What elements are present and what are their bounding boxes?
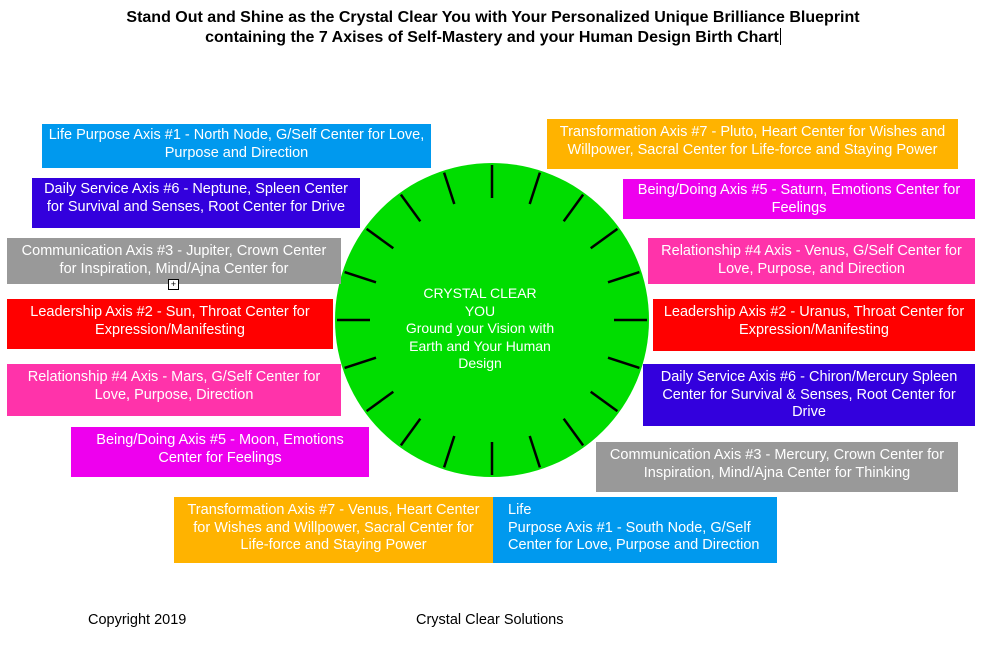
- wheel-spoke: [344, 270, 377, 284]
- wheel-spoke: [365, 227, 395, 250]
- wheel-spokes: [337, 165, 647, 475]
- wheel-spoke: [562, 417, 585, 447]
- center-line-2: YOU: [464, 302, 496, 319]
- wheel-spoke: [589, 390, 619, 413]
- title-line-1: Stand Out and Shine as the Crystal Clear…: [126, 9, 860, 26]
- left-box-life-purpose: Life Purpose Axis #1 - North Node, G/Sel…: [42, 124, 431, 168]
- wheel-spoke: [528, 435, 542, 468]
- right-box-transformation: Transformation Axis #7 - Pluto, Heart Ce…: [547, 119, 958, 169]
- right-box-communication: Communication Axis #3 - Mercury, Crown C…: [596, 442, 958, 492]
- copyright-text: Copyright 2019: [88, 612, 187, 628]
- center-line-3: Ground your Vision with: [405, 320, 555, 336]
- right-box-life-purpose-line-2: Purpose Axis #1 - South Node, G/Self Cen…: [508, 519, 760, 554]
- center-line-4: Earth and Your Human: [409, 337, 551, 354]
- page-title: Stand Out and Shine as the Crystal Clear…: [0, 8, 986, 48]
- left-box-relationship: Relationship #4 Axis - Mars, G/Self Cent…: [7, 364, 341, 416]
- text-cursor: [779, 28, 781, 45]
- move-handle-icon[interactable]: +: [168, 279, 179, 290]
- wheel-spoke: [442, 172, 456, 205]
- right-box-life-purpose: Life Purpose Axis #1 - South Node, G/Sel…: [493, 497, 777, 563]
- wheel-spoke: [607, 356, 640, 370]
- wheel-spoke: [399, 193, 422, 223]
- right-box-relationship: Relationship #4 Axis - Venus, G/Self Cen…: [648, 238, 975, 284]
- center-label: CRYSTAL CLEAR YOU Ground your Vision wit…: [388, 285, 572, 373]
- center-line-5: Design: [458, 355, 502, 371]
- right-box-leadership: Leadership Axis #2 - Uranus, Throat Cent…: [653, 299, 975, 351]
- left-box-transformation: Transformation Axis #7 - Venus, Heart Ce…: [174, 497, 493, 563]
- wheel-spoke: [344, 356, 377, 370]
- wheel-spoke: [589, 227, 619, 250]
- right-box-daily-service: Daily Service Axis #6 - Chiron/Mercury S…: [643, 364, 975, 426]
- title-line-2: containing the 7 Axises of Self-Mastery …: [0, 28, 986, 48]
- right-box-life-purpose-line-1: Life: [508, 502, 532, 518]
- wheel-spoke: [442, 435, 456, 468]
- wheel-spoke: [399, 417, 422, 447]
- center-circle: [335, 163, 649, 477]
- left-box-being-doing: Being/Doing Axis #5 - Moon, Emotions Cen…: [71, 427, 369, 477]
- left-box-communication: Communication Axis #3 - Jupiter, Crown C…: [7, 238, 341, 284]
- wheel-spoke: [365, 390, 395, 413]
- center-line-1: CRYSTAL CLEAR: [423, 285, 537, 301]
- wheel-spoke: [528, 172, 542, 205]
- wheel-spoke: [562, 193, 585, 223]
- wheel-spoke: [607, 270, 640, 284]
- right-box-being-doing: Being/Doing Axis #5 - Saturn, Emotions C…: [623, 179, 975, 219]
- left-box-leadership: Leadership Axis #2 - Sun, Throat Center …: [7, 299, 333, 349]
- company-name: Crystal Clear Solutions: [416, 612, 564, 628]
- title-line-2-text: containing the 7 Axises of Self-Mastery …: [205, 29, 779, 46]
- left-box-daily-service: Daily Service Axis #6 - Neptune, Spleen …: [32, 178, 360, 228]
